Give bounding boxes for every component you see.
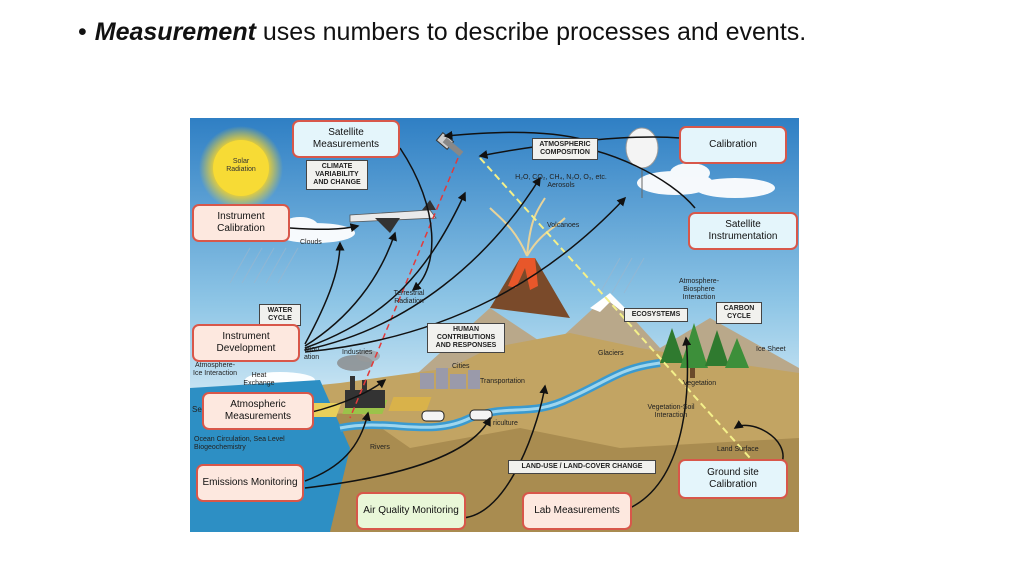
rain-streaks	[229, 247, 645, 294]
atmosphere-biosphere-label: Atmosphere-Biosphere Interaction	[678, 278, 720, 301]
atmospheric-measurements-box: Atmospheric Measurements	[202, 392, 314, 430]
solar-radiation-label: Solar Radiation	[226, 158, 256, 173]
bullet-rest: uses numbers to describe processes and e…	[255, 18, 807, 46]
instrument-development-box: Instrument Development	[192, 324, 300, 362]
lab-measurements-box: Lab Measurements	[522, 492, 632, 530]
diagram-illustration	[190, 118, 799, 532]
gases-label: H₂O, CO₂, CH₄, N₂O, O₃, etc. Aerosols	[515, 174, 607, 189]
rivers-label: Rivers	[370, 444, 390, 451]
terrestrial-radiation-label: Terrestrial Radiation	[393, 290, 425, 305]
city-buildings	[420, 368, 480, 389]
human-contributions-tag: HUMAN CONTRIBUTIONS AND RESPONSES	[427, 323, 505, 353]
land-surface-label: Land Surface	[717, 446, 759, 453]
clouds-label: Clouds	[300, 239, 322, 246]
carbon-cycle-tag: CARBON CYCLE	[716, 302, 762, 324]
cities-label: Cities	[452, 363, 470, 370]
ecosystems-tag: ECOSYSTEMS	[624, 308, 688, 322]
bullet-marker: •	[78, 18, 87, 46]
slide-bullet-text: •Measurement uses numbers to describe pr…	[78, 18, 806, 47]
heat-exchange-label: Heat Exchange	[243, 372, 275, 387]
transportation-label: Transportation	[480, 378, 525, 385]
snow-cap	[590, 293, 630, 313]
vegetation-soil-label: Vegetation-Soil Interaction	[647, 404, 695, 419]
ocean-circulation-label: Ocean Circulation, Sea Level Biogeochemi…	[194, 436, 285, 451]
satellite-instrumentation-box: Satellite Instrumentation	[688, 212, 798, 250]
calibration-box: Calibration	[679, 126, 787, 164]
ice-sheet-label: Ice Sheet	[756, 346, 786, 353]
air-quality-monitoring-box: Air Quality Monitoring	[356, 492, 466, 530]
factory	[337, 350, 385, 408]
climate-variability-tag: CLIMATE VARIABILITY AND CHANGE	[306, 160, 368, 190]
water-cycle-tag: WATER CYCLE	[259, 304, 301, 326]
industries-label: Industries	[342, 349, 373, 356]
lava	[508, 258, 538, 290]
land-use-tag: LAND-USE / LAND-COVER CHANGE	[508, 460, 656, 474]
glaciers-label: Glaciers	[598, 350, 624, 357]
sun-core	[213, 140, 269, 196]
airplane	[349, 200, 437, 233]
satellite	[435, 131, 464, 157]
bullet-term: Measurement	[94, 18, 256, 46]
earth-system-diagram: CLIMATE VARIABILITY AND CHANGE ATMOSPHER…	[190, 118, 799, 532]
ground-site-calibration-box: Ground site Calibration	[678, 459, 788, 499]
volcanoes-label: Volcanoes	[547, 222, 580, 229]
sea-label: Se	[192, 405, 202, 414]
yellow-dashed-beam	[479, 157, 751, 459]
precipitation-label: ation	[304, 354, 320, 361]
atmosphere-ice-label: Atmosphere-Ice Interaction	[193, 362, 237, 377]
atmospheric-composition-tag: ATMOSPHERIC COMPOSITION	[532, 138, 598, 160]
agriculture-label: riculture	[493, 420, 518, 427]
evaporation-label: ation	[304, 346, 320, 353]
satellite-measurements-box: Satellite Measurements	[292, 120, 400, 158]
vegetation-label: Vegetation	[683, 380, 717, 387]
connector-arrows	[289, 130, 784, 519]
emissions-monitoring-box: Emissions Monitoring	[196, 464, 304, 502]
instrument-calibration-box: Instrument Calibration	[192, 204, 290, 242]
